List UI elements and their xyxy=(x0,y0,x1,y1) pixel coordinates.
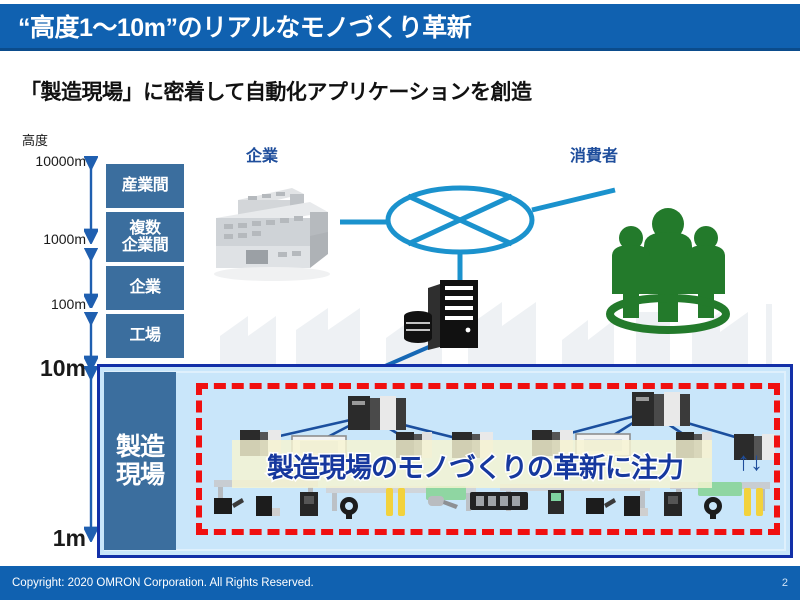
axis-tick-10000m: 10000m xyxy=(35,153,86,169)
copyright-text: Copyright: 2020 OMRON Corporation. All R… xyxy=(12,577,314,589)
level-box-industry[interactable]: 産業間 xyxy=(106,164,184,208)
up-down-arrow-icon: ↑↓ xyxy=(737,446,763,476)
level-box-company-label: 企業 xyxy=(129,279,161,297)
level-box-multi-company-label: 複数 企業間 xyxy=(121,219,169,254)
network-diagram xyxy=(214,185,730,378)
axis-arrow-100-10 xyxy=(84,312,98,370)
axis-tick-10m: 10m xyxy=(39,355,86,381)
axis-tick-1m: 1m xyxy=(52,525,86,551)
level-box-factory-label: 工場 xyxy=(129,327,161,345)
consumer-label: 消費者 xyxy=(570,148,619,165)
shop-floor-label-box[interactable]: 製造 現場 xyxy=(104,372,176,550)
axis-arrow-10000-1000 xyxy=(84,156,98,244)
factory-silhouette-backdrop xyxy=(200,290,800,366)
level-box-multi-company[interactable]: 複数 企業間 xyxy=(106,212,184,262)
axis-arrow-10-1 xyxy=(84,366,98,542)
server-icon xyxy=(404,280,478,350)
link-cloud-to-consumer xyxy=(531,187,616,213)
level-box-factory[interactable]: 工場 xyxy=(106,314,184,358)
footer-bar: Copyright: 2020 OMRON Corporation. All R… xyxy=(0,566,800,600)
database-icon xyxy=(404,311,432,343)
axis-tick-1000m: 1000m xyxy=(43,231,86,247)
network-cloud-icon xyxy=(385,185,535,255)
axis-arrow-1000-100 xyxy=(84,248,98,308)
shop-floor-label: 製造 現場 xyxy=(115,433,165,489)
level-box-company[interactable]: 企業 xyxy=(106,266,184,310)
enterprise-label: 企業 xyxy=(246,148,279,165)
axis-header-label: 高度 xyxy=(22,133,49,148)
callout-highlight-band xyxy=(232,440,712,488)
axis-tick-100m: 100m xyxy=(50,296,86,312)
page-title: “高度1〜10m”のリアルなモノづくり革新 xyxy=(18,14,472,42)
consumer-people-icon xyxy=(606,208,730,334)
title-bar: “高度1〜10m”のリアルなモノづくり革新 xyxy=(0,4,800,51)
callout-text: 製造現場のモノづくりの革新に注力 xyxy=(266,452,686,485)
factory-building-icon xyxy=(214,188,330,281)
sensor-row xyxy=(214,488,763,519)
level-box-industry-label: 産業間 xyxy=(121,177,169,195)
focus-area-dashed-box xyxy=(196,383,780,535)
page-number: 2 xyxy=(781,577,788,589)
factory-silhouette-icon xyxy=(220,302,772,366)
subtitle: 「製造現場」に密着して自動化アプリケーションを創造 xyxy=(20,81,532,104)
